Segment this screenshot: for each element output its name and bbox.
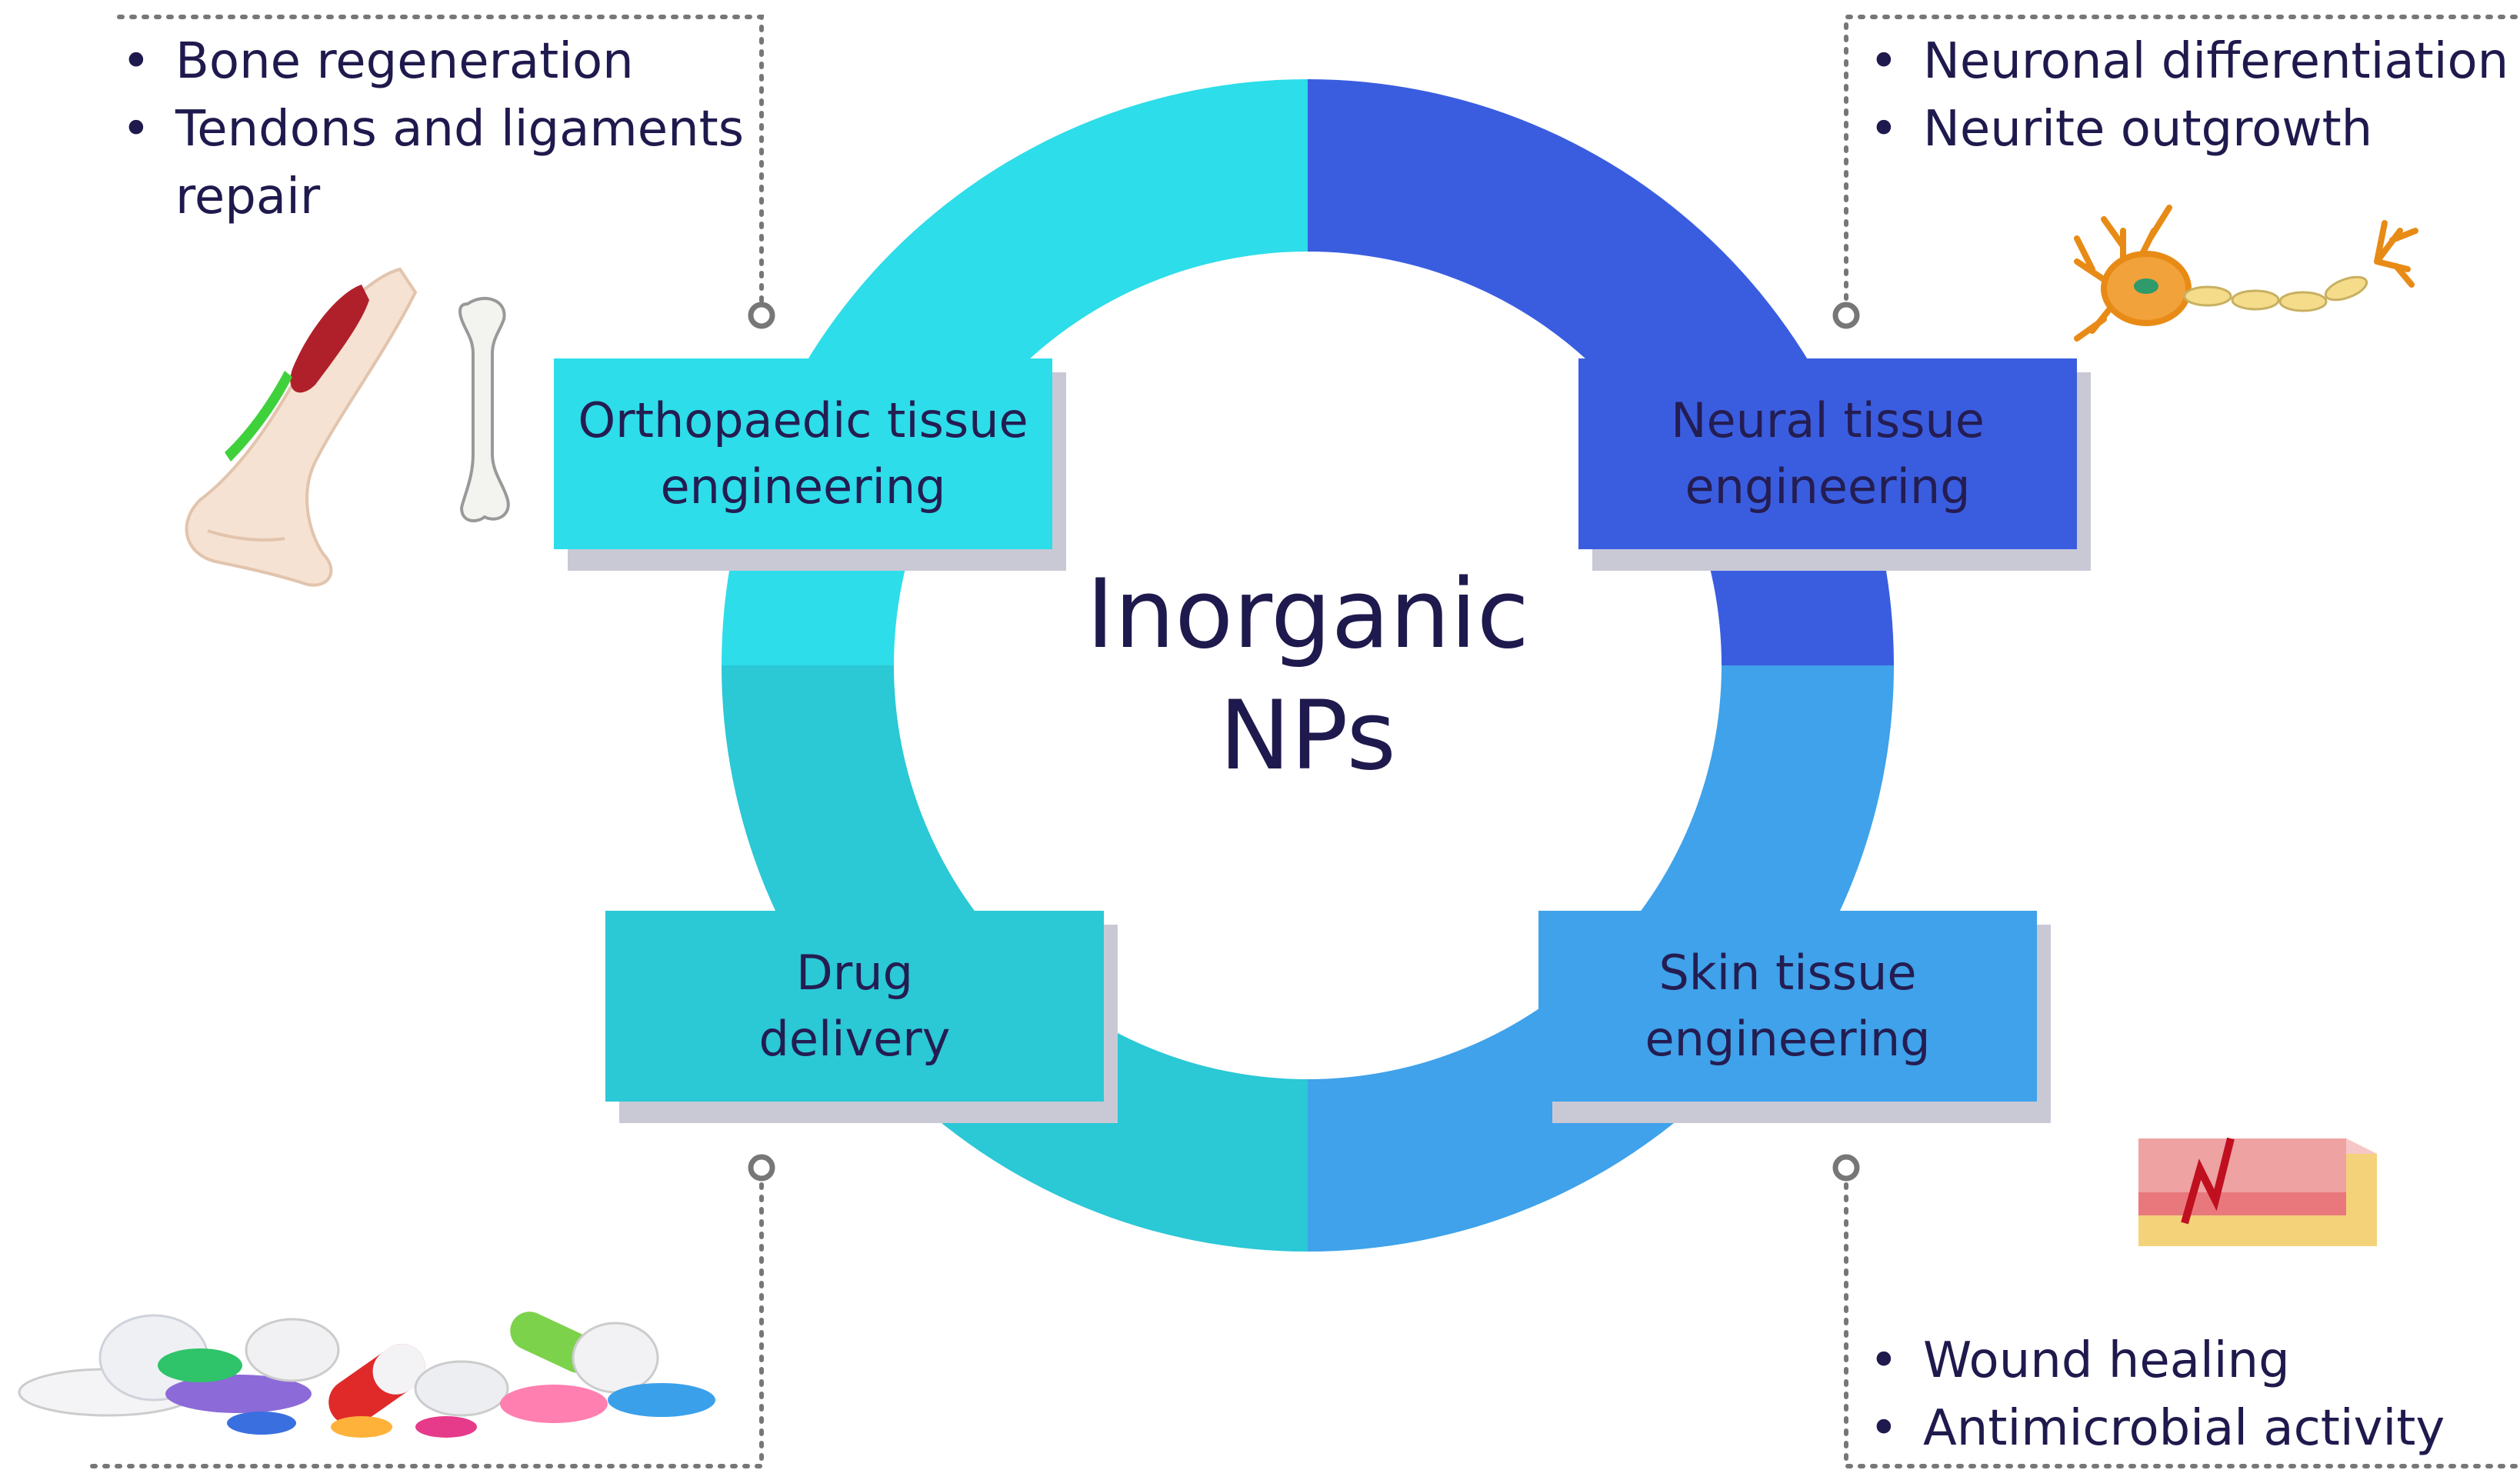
connector-node-top-right <box>1832 302 1860 329</box>
label-orthopaedic-tissue-engineering: Orthopaedic tissue engineering <box>578 392 1028 515</box>
neuron-axon <box>2183 275 2368 312</box>
connector-bottom-right <box>1844 1178 2518 1468</box>
skin-wound-icon <box>2138 1137 2377 1246</box>
bullet-wound-healing: Wound healing <box>1862 1327 2515 1395</box>
label-neural-tissue-engineering: Neural tissue engineering <box>1671 392 1985 515</box>
bullets-neural: Neuronal differentiation Neurite outgrow… <box>1862 28 2515 163</box>
connector-top-right <box>1844 15 2518 306</box>
bullet-tendons-ligaments-repair: Tendons and ligaments repair <box>114 95 760 231</box>
pills-capsules-icon <box>18 1312 715 1438</box>
connector-node-bottom-right <box>1832 1154 1860 1182</box>
bullets-orthopaedic: Bone regeneration Tendons and ligaments … <box>114 28 760 231</box>
label-box-top-right <box>1578 358 2077 549</box>
bullet-bone-regeneration: Bone regeneration <box>114 28 760 95</box>
leg-muscle-tendon-icon <box>185 267 418 587</box>
connector-node-top-left <box>748 302 775 329</box>
femur-bone-icon <box>458 296 510 522</box>
label-drug-delivery: Drug delivery <box>758 945 951 1067</box>
connector-node-bottom-left <box>748 1154 775 1182</box>
label-box-top-left <box>554 358 1052 549</box>
neuron-icon <box>2074 205 2418 342</box>
connector-bottom-left <box>90 1178 764 1468</box>
label-box-bottom-right <box>1538 911 2037 1102</box>
bullets-skin: Wound healing Antimicrobial activity <box>1862 1327 2515 1462</box>
bullet-neurite-outgrowth: Neurite outgrowth <box>1862 95 2515 163</box>
label-skin-tissue-engineering: Skin tissue engineering <box>1645 945 1931 1067</box>
connector-top-left <box>117 15 764 306</box>
center-title: Inorganic NPs <box>1086 559 1529 792</box>
label-box-bottom-left <box>605 911 1104 1102</box>
bullet-antimicrobial-activity: Antimicrobial activity <box>1862 1395 2515 1462</box>
bullet-neuronal-differentiation: Neuronal differentiation <box>1862 28 2515 95</box>
